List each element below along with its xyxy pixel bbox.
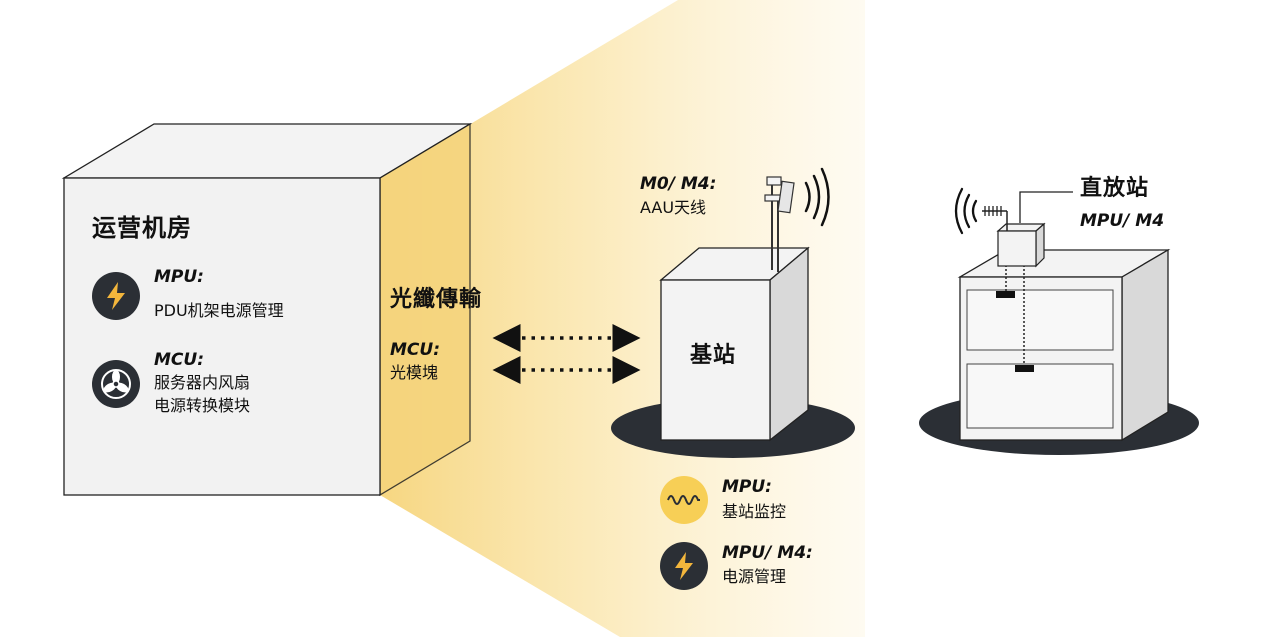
- base-station-item-2-desc: 电源管理: [722, 567, 787, 586]
- base-station-item-1-label: MPU:: [722, 477, 772, 497]
- datacenter-item-2-label: MCU:: [154, 350, 204, 370]
- datacenter-cube: [61, 122, 473, 497]
- wave-icon: [667, 495, 700, 505]
- repeater-label: MPU/ M4: [1080, 211, 1165, 231]
- datacenter-item-2-desc-line2: 电源转换模块: [154, 396, 251, 415]
- repeater-shelf-top: [966, 289, 1114, 351]
- datacenter-fan-badge: [92, 360, 140, 408]
- repeater-signal-waves-icon: [954, 187, 978, 235]
- datacenter-item-1-desc: PDU机架电源管理: [154, 301, 284, 320]
- datacenter-title: 运营机房: [92, 214, 192, 242]
- fiber-title: 光纖傳輸: [390, 287, 483, 312]
- antenna-desc: AAU天线: [640, 198, 707, 217]
- base-station-item-2-label: MPU/ M4:: [722, 543, 813, 563]
- base-station-title: 基站: [690, 343, 737, 368]
- repeater-side: [1121, 248, 1169, 442]
- antenna-label: M0/ M4:: [640, 174, 717, 194]
- datacenter-item-1-label: MPU:: [154, 267, 204, 287]
- fiber-beam: [380, 0, 865, 637]
- fiber-desc: 光模塊: [390, 363, 439, 382]
- repeater-module-chip-2: [1015, 365, 1034, 372]
- base-station-front: [660, 279, 771, 441]
- datacenter-item-2-desc-line1: 服务器内风扇: [154, 373, 251, 392]
- signal-waves-icon: [804, 167, 830, 227]
- repeater-shelf-bottom: [966, 363, 1114, 429]
- repeater-title: 直放站: [1080, 176, 1150, 201]
- repeater-station: [919, 187, 1199, 455]
- fiber-label: MCU:: [390, 340, 440, 360]
- base-station-lightning-badge: [660, 542, 708, 590]
- fan-icon: [101, 369, 131, 399]
- repeater-device-box: [996, 222, 1046, 268]
- repeater-antenna-icon: [982, 206, 1008, 231]
- lightning-icon: [675, 552, 693, 580]
- base-station-item-1-desc: 基站监控: [722, 502, 787, 521]
- datacenter-cube-front: [63, 177, 381, 496]
- lightning-icon: [107, 282, 125, 310]
- datacenter-lightning-badge: [92, 272, 140, 320]
- repeater-leader-line: [1019, 191, 1073, 223]
- aau-antenna-icon: [764, 176, 795, 272]
- base-station-wave-badge: [660, 476, 708, 524]
- base-station-side: [769, 246, 809, 442]
- repeater-module-chip-1: [996, 291, 1015, 298]
- base-station: [611, 167, 855, 458]
